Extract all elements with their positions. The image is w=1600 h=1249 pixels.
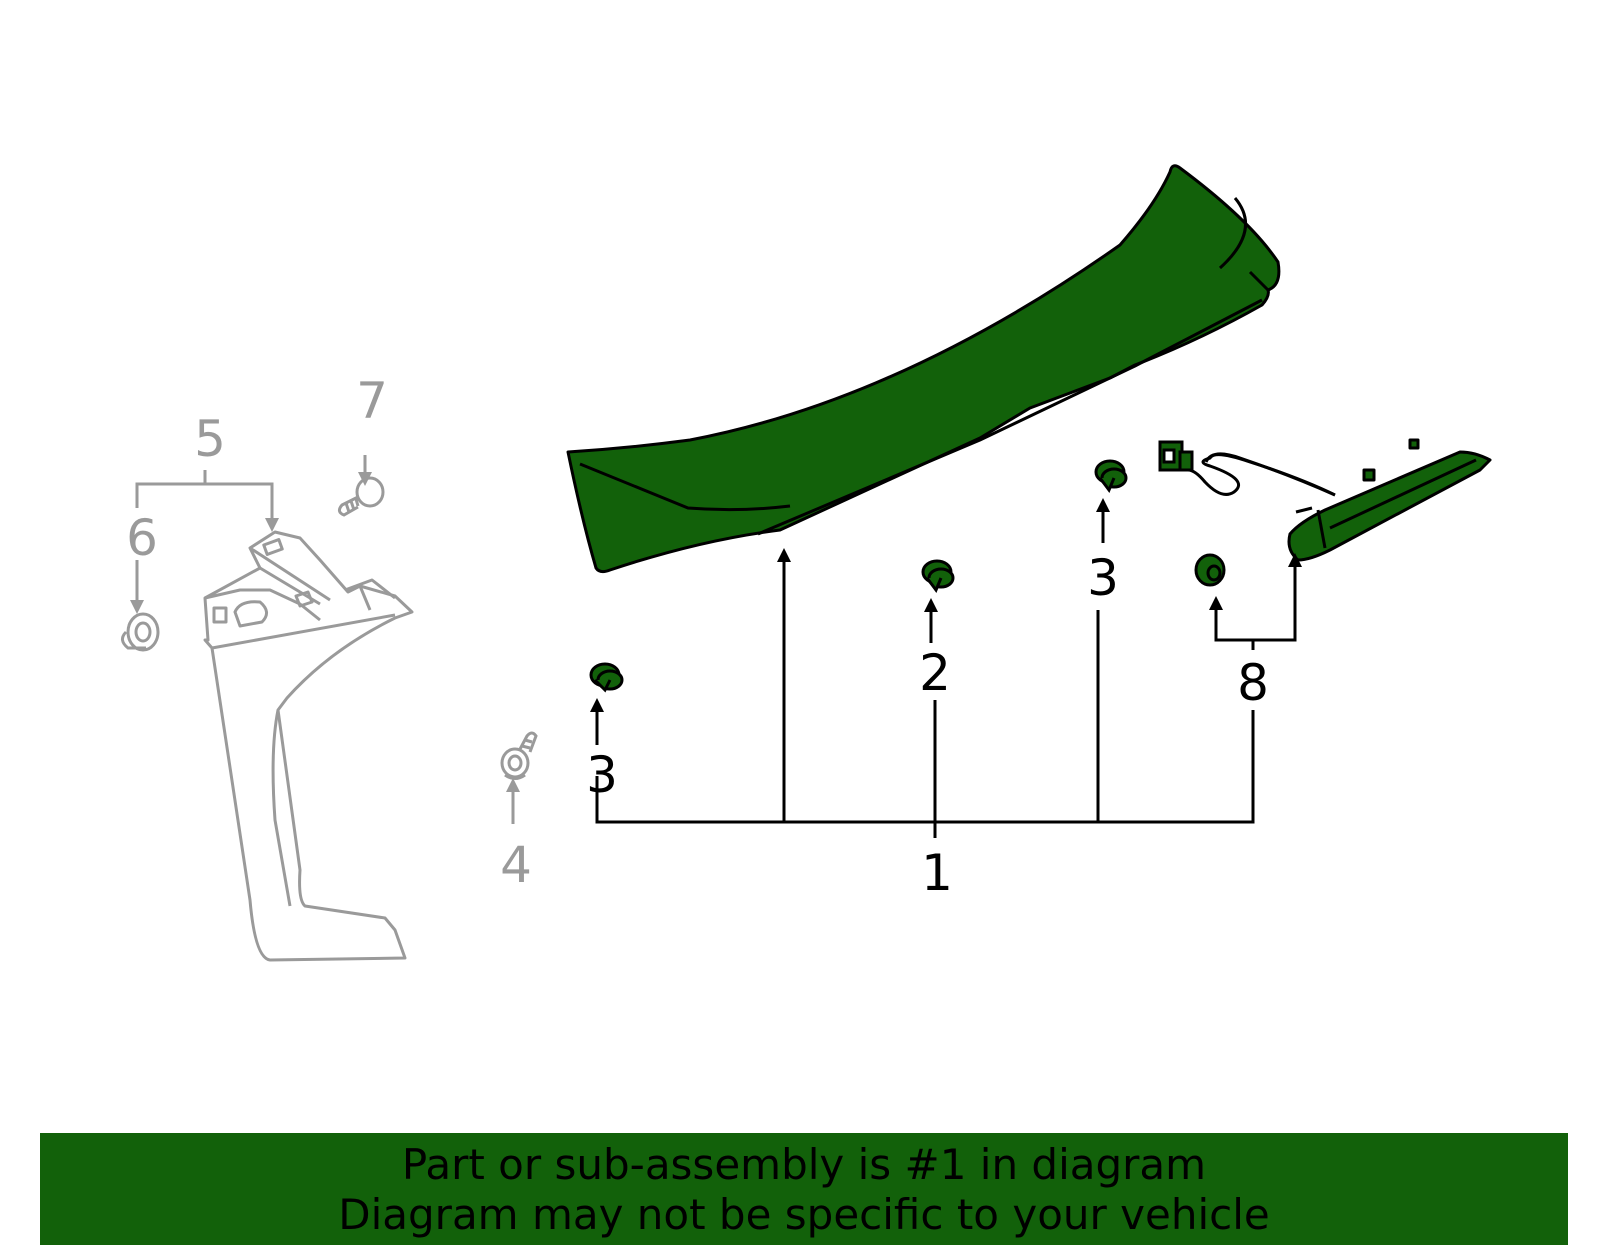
callout-3-right[interactable]: 3 <box>1087 549 1119 607</box>
assembly-arrowheads <box>590 498 1302 712</box>
banner-line-2: Diagram may not be specific to your vehi… <box>338 1190 1270 1239</box>
greyed-arrowheads <box>130 472 520 792</box>
callout-2[interactable]: 2 <box>919 644 951 702</box>
wiring-harness <box>1158 440 1336 497</box>
grommet-8-icon <box>1194 553 1226 587</box>
callout-5[interactable]: 5 <box>194 410 226 468</box>
rear-spoiler[interactable] <box>566 164 1281 574</box>
callout-3-left[interactable]: 3 <box>586 746 618 804</box>
retainer-clip-6-icon <box>121 612 160 652</box>
screw-7-icon <box>337 476 385 517</box>
bolt-4-icon <box>500 731 538 780</box>
banner-line-1: Part or sub-assembly is #1 in diagram <box>401 1140 1207 1189</box>
clip-3-right-icon <box>1094 459 1128 493</box>
brake-light-assembly[interactable] <box>1287 438 1492 562</box>
clip-3-left-icon <box>589 662 624 693</box>
callout-8[interactable]: 8 <box>1237 654 1269 712</box>
assembly-leaders <box>595 510 1297 838</box>
pillar-trim-panel <box>203 530 414 962</box>
clip-2-icon <box>921 559 955 593</box>
callout-6[interactable]: 6 <box>126 509 158 567</box>
callout-7[interactable]: 7 <box>356 372 388 430</box>
greyed-leaders <box>135 455 515 824</box>
callout-1[interactable]: 1 <box>921 844 953 902</box>
disclaimer-banner: Part or sub-assembly is #1 in diagram Di… <box>40 1133 1568 1245</box>
callout-4[interactable]: 4 <box>500 836 532 894</box>
